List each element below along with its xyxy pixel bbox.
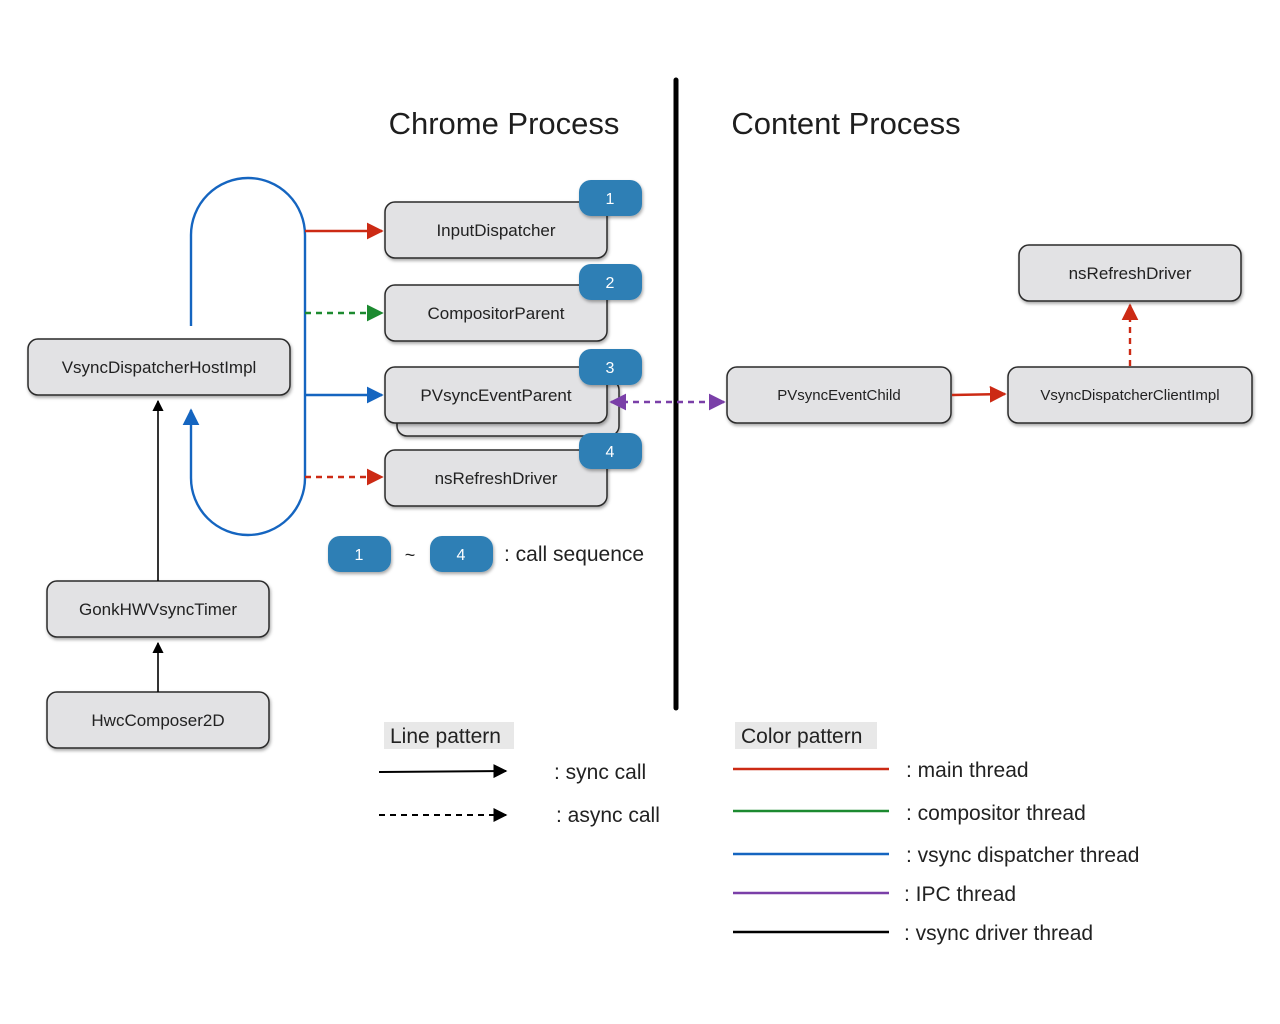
badge-2-label: 2	[606, 275, 615, 292]
vsync-driver-thread-label: : vsync driver thread	[904, 922, 1093, 945]
box-input-dispatcher-label: InputDispatcher	[436, 221, 555, 240]
compositor-thread-label: : compositor thread	[906, 802, 1086, 825]
async-call-label: : async call	[556, 804, 660, 827]
line-pattern-legend: Line pattern : sync call : async call	[378, 722, 660, 827]
box-refresh-driver-content-label: nsRefreshDriver	[1069, 264, 1192, 283]
badge-1: 1	[579, 180, 642, 216]
badge-4: 4	[579, 433, 642, 469]
main-thread-label: : main thread	[906, 759, 1029, 782]
ipc-thread-label: : IPC thread	[904, 883, 1016, 906]
color-pattern-header-bg	[735, 722, 877, 749]
line-pattern-header: Line pattern	[390, 725, 501, 748]
box-pvsync-child: PVsyncEventChild	[726, 366, 952, 424]
box-host-impl-label: VsyncDispatcherHostImpl	[62, 358, 257, 377]
sync-line-sample	[378, 764, 508, 779]
call-sequence-legend: 1 ~ 4 : call sequence	[328, 536, 644, 572]
sequence-badge-to-label: 4	[457, 547, 466, 564]
box-gonk-timer: GonkHWVsyncTimer	[46, 580, 270, 638]
box-refresh-driver-content: nsRefreshDriver	[1018, 244, 1242, 302]
box-refresh-driver-chrome-label: nsRefreshDriver	[435, 469, 558, 488]
sequence-label: : call sequence	[504, 543, 644, 566]
sequence-badge-from	[328, 536, 391, 572]
box-client-impl: VsyncDispatcherClientImpl	[1007, 366, 1253, 424]
content-process-title: Content Process	[731, 106, 960, 141]
box-pvsync-parent-label: PVsyncEventParent	[420, 386, 571, 405]
box-hwc-label: HwcComposer2D	[91, 711, 224, 730]
badge-4-label: 4	[606, 444, 615, 461]
box-input-dispatcher: InputDispatcher	[384, 201, 608, 259]
box-compositor-parent: CompositorParent	[384, 284, 608, 342]
line-pattern-header-bg	[384, 722, 514, 749]
box-client-impl-label: VsyncDispatcherClientImpl	[1040, 387, 1219, 404]
vsync-dispatch-loop	[182, 176, 307, 537]
arrow-child-to-client	[951, 385, 1007, 403]
box-pvsync-parent	[384, 366, 608, 424]
chrome-process-title: Chrome Process	[389, 106, 620, 141]
box-hwc: HwcComposer2D	[46, 691, 270, 749]
sequence-badge-to	[430, 536, 493, 572]
box-gonk-timer-label: GonkHWVsyncTimer	[79, 600, 237, 619]
color-pattern-legend: Color pattern : main thread : compositor…	[733, 722, 1139, 945]
box-compositor-parent-label: CompositorParent	[427, 304, 564, 323]
color-pattern-header: Color pattern	[741, 725, 862, 748]
badge-2: 2	[579, 264, 642, 300]
badge-3-label: 3	[606, 360, 615, 377]
sequence-tilde: ~	[405, 545, 416, 565]
badge-1-label: 1	[606, 191, 615, 208]
box-host-impl: VsyncDispatcherHostImpl	[27, 338, 291, 396]
sync-call-label: : sync call	[554, 761, 646, 784]
badge-3: 3	[579, 349, 642, 385]
sequence-badge-from-label: 1	[355, 547, 364, 564]
box-pvsync-child-label: PVsyncEventChild	[777, 387, 900, 404]
vsync-dispatcher-thread-label: : vsync dispatcher thread	[906, 844, 1139, 867]
box-refresh-driver-chrome: nsRefreshDriver	[384, 449, 608, 507]
